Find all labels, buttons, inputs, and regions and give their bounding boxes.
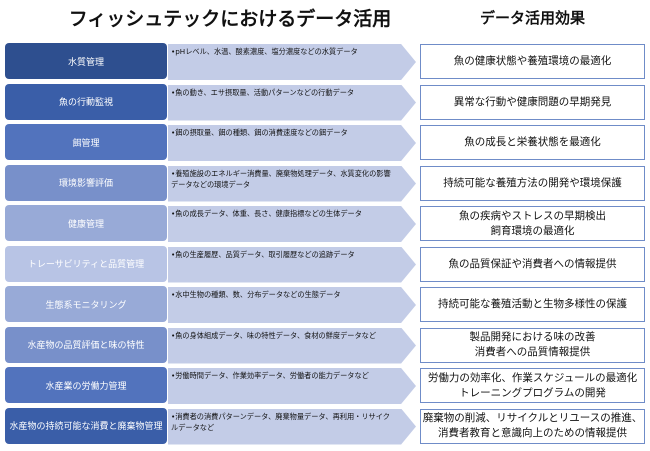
row: 水産業の労働力管理 •労働時間データ、作業効率データ、労働者の能力データなど 労… [0,367,650,404]
effect-box: 持続可能な養殖活動と生物多様性の保護 [420,287,645,322]
category-box: 水産物の品質評価と味の特性 [5,326,167,363]
effect-text: 持続可能な養殖活動と生物多様性の保護 [438,298,627,310]
data-arrow: •魚の成長データ、体重、長さ、健康指標などの生体データ [168,206,416,242]
effect-text: 労働力の効率化、作業スケジュールの最適化 トレーニングプログラムの開発 [427,371,638,399]
effect-text: 魚の成長と栄養状態を最適化 [464,136,601,148]
category-box: 水産物の持続可能な消費と廃棄物管理 [5,407,167,444]
category-label: トレーサビリティと品質管理 [27,260,145,270]
category-box: 水質管理 [5,43,167,79]
data-description: •魚の身体組成データ、味の特性データ、食材の鮮度データなど [171,330,377,340]
data-arrow: •pHレベル、水温、酸素濃度、塩分濃度などの水質データ [168,44,416,80]
category-label: 生態系モニタリング [45,300,127,311]
data-arrow: •魚の生産履歴、品質データ、取引履歴などの追跡データ [168,246,416,283]
category-label: 水質管理 [67,57,104,68]
data-arrow: •餌の摂取量、餌の種類、餌の消費速度などの餌データ [168,125,416,161]
left-title: フィッシュテックにおけるデータ活用 [68,8,392,30]
category-box: 餌管理 [5,124,167,160]
category-label: 水産物の品質評価と味の特性 [27,341,145,351]
data-description: •消費者の消費パターンデータ、廃棄物量データ、再利用・リサイクルデータなど [171,411,390,432]
effect-box: 魚の成長と栄養状態を最適化 [420,125,645,160]
effect-text: 製品開発における味の改善 消費者への品質情報提供 [469,331,596,358]
effect-box: 廃棄物の削減、リサイクルとリユースの推進、 消費者教育と意識向上のための情報提供 [420,408,645,444]
category-box: 生態系モニタリング [5,286,167,322]
category-label: 魚の行動監視 [58,98,113,108]
category-box: 魚の行動監視 [5,83,167,120]
category-label: 餌管理 [72,138,100,149]
row: 健康管理 •魚の成長データ、体重、長さ、健康指標などの生体データ 魚の疾病やスト… [0,205,650,242]
data-arrow: •労働時間データ、作業効率データ、労働者の能力データなど [168,368,416,404]
effect-text: 異常な行動や健康問題の早期発見 [453,95,612,108]
data-description: •水中生物の種類、数、分布データなどの生態データ [171,290,341,299]
data-description: •養殖施設のエネルギー消費量、廃棄物処理データ、水質変化の影響データなどの環境デ… [171,168,391,189]
data-arrow: •魚の動き、エサ摂取量、活動パターンなどの行動データ [168,84,416,121]
category-label: 水産業の労働力管理 [45,381,127,392]
data-description: •pHレベル、水温、酸素濃度、塩分濃度などの水質データ [171,47,358,56]
row: 水質管理 •pHレベル、水温、酸素濃度、塩分濃度などの水質データ 魚の健康状態や… [0,43,650,80]
data-arrow: •魚の身体組成データ、味の特性データ、食材の鮮度データなど [168,327,416,364]
row: 生態系モニタリング •水中生物の種類、数、分布データなどの生態データ 持続可能な… [0,286,650,323]
category-box: 水産業の労働力管理 [5,367,167,403]
effect-text: 魚の健康状態や養殖環境の最適化 [453,55,612,67]
effect-box: 製品開発における味の改善 消費者への品質情報提供 [420,327,645,363]
data-arrow: •養殖施設のエネルギー消費量、廃棄物処理データ、水質変化の影響データなどの環境デ… [168,165,416,202]
category-box: 健康管理 [5,205,167,241]
data-description: •魚の成長データ、体重、長さ、健康指標などの生体データ [171,209,362,218]
data-description: •魚の動き、エサ摂取量、活動パターンなどの行動データ [171,87,355,97]
right-title: データ活用効果 [479,9,585,27]
category-label: 環境影響評価 [58,179,113,189]
category-box: 環境影響評価 [5,164,167,201]
row: 水産物の品質評価と味の特性 •魚の身体組成データ、味の特性データ、食材の鮮度デー… [0,326,650,364]
effect-box: 持続可能な養殖方法の開発や環境保護 [420,165,645,201]
effect-box: 労働力の効率化、作業スケジュールの最適化 トレーニングプログラムの開発 [420,368,645,403]
effect-text: 廃棄物の削減、リサイクルとリユースの推進、 消費者教育と意識向上のための情報提供 [422,412,643,439]
effect-text: 魚の疾病やストレスの早期検出 飼育環境の最適化 [459,209,606,237]
effect-box: 魚の品質保証や消費者への情報提供 [420,246,645,282]
category-label: 健康管理 [67,219,104,230]
effect-box: 魚の疾病やストレスの早期検出 飼育環境の最適化 [420,206,645,241]
data-description: •餌の摂取量、餌の種類、餌の消費速度などの餌データ [171,128,348,137]
data-description: •労働時間データ、作業効率データ、労働者の能力データなど [171,371,369,380]
category-box: トレーサビリティと品質管理 [5,245,167,282]
effect-text: 持続可能な養殖方法の開発や環境保護 [443,176,622,189]
row: 環境影響評価 •養殖施設のエネルギー消費量、廃棄物処理データ、水質変化の影響デー… [0,164,650,202]
data-arrow: •水中生物の種類、数、分布データなどの生態データ [168,287,416,323]
row: トレーサビリティと品質管理 •魚の生産履歴、品質データ、取引履歴などの追跡データ… [0,245,650,283]
data-description: •魚の生産履歴、品質データ、取引履歴などの追跡データ [171,249,355,259]
effect-box: 異常な行動や健康問題の早期発見 [420,84,645,120]
category-label: 水産物の持続可能な消費と廃棄物管理 [9,422,163,432]
row: 水産物の持続可能な消費と廃棄物管理 •消費者の消費パターンデータ、廃棄物量データ… [0,407,650,445]
effect-text: 魚の品質保証や消費者への情報提供 [448,257,617,270]
row: 魚の行動監視 •魚の動き、エサ摂取量、活動パターンなどの行動データ 異常な行動や… [0,83,650,121]
row: 餌管理 •餌の摂取量、餌の種類、餌の消費速度などの餌データ 魚の成長と栄養状態を… [0,124,650,161]
effect-box: 魚の健康状態や養殖環境の最適化 [420,44,645,79]
data-arrow: •消費者の消費パターンデータ、廃棄物量データ、再利用・リサイクルデータなど [168,408,416,445]
